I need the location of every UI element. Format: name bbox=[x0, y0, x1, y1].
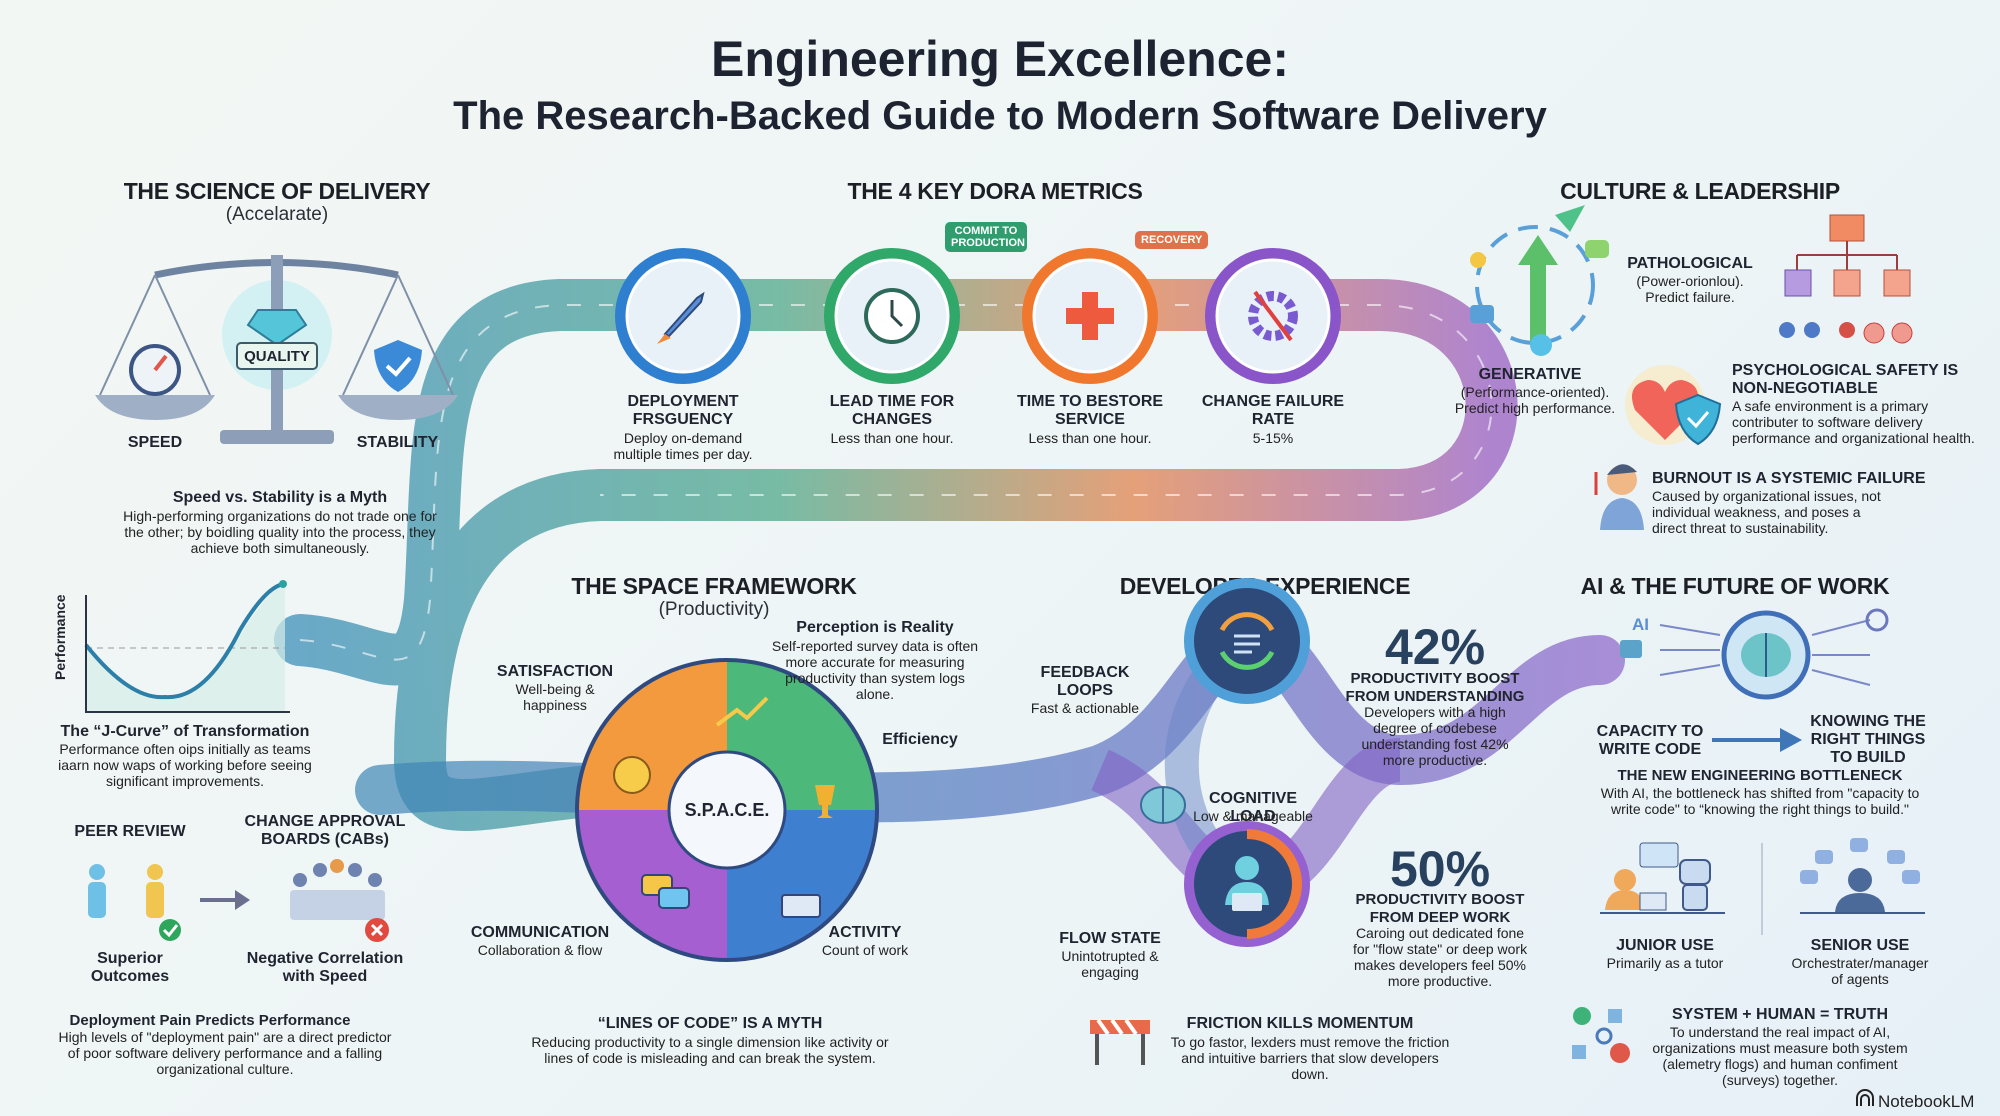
pain-title: Deployment Pain Predicts Performance bbox=[69, 1012, 351, 1029]
loc-title: “LINES OF CODE” IS A MYTH bbox=[597, 1015, 823, 1032]
stat2-text: Caroing out dedicated fone for "flow sta… bbox=[1352, 925, 1528, 989]
dora-metric-desc: 5-15% bbox=[1252, 430, 1294, 446]
stat1-value: 42% bbox=[1384, 619, 1486, 675]
j-curve-axis-label: Performance bbox=[52, 594, 68, 680]
knowing-label: KNOWING THE RIGHT THINGS TO BUILD bbox=[1810, 713, 1926, 766]
activity-title: ACTIVITY bbox=[828, 924, 902, 941]
quality-label: QUALITY bbox=[244, 348, 310, 365]
cab-result: Negative Correlation with Speed bbox=[246, 950, 404, 985]
pathological-text: (Power-orionlou). Predict failure. bbox=[1636, 273, 1744, 305]
bottleneck-text: With AI, the bottleneck has shifted from… bbox=[1600, 785, 1920, 817]
flow-title: FLOW STATE bbox=[1059, 930, 1161, 947]
j-curve-title: The “J-Curve” of Transformation bbox=[60, 723, 310, 740]
science-heading: THE SCIENCE OF DELIVERY bbox=[123, 178, 431, 204]
truth-text: To understand the real impact of AI, org… bbox=[1652, 1024, 1908, 1088]
stat1-text: Developers with a high degree of codebes… bbox=[1361, 704, 1509, 768]
cognitive-title: COGNITIVE LOAD bbox=[1208, 790, 1297, 825]
recovery-tag: RECOVERY bbox=[1135, 231, 1209, 249]
safety-title: PSYCHOLOGICAL SAFETY IS NON-NEGOTIABLE bbox=[1732, 362, 1959, 397]
communication-text: Collaboration & flow bbox=[477, 942, 603, 958]
culture-heading: CULTURE & LEADERSHIP bbox=[1560, 178, 1840, 204]
stat2-value: 50% bbox=[1389, 841, 1491, 897]
friction-title: FRICTION KILLS MOMENTUM bbox=[1186, 1015, 1414, 1032]
capacity-label: CAPACITY TO WRITE CODE bbox=[1596, 723, 1704, 758]
cab-label: CHANGE APPROVAL BOARDS (CABs) bbox=[244, 813, 406, 848]
space-subheading: (Productivity) bbox=[658, 599, 770, 620]
truth-title: SYSTEM + HUMAN = TRUTH bbox=[1671, 1006, 1888, 1023]
perception-text: Self-reported survey data is often more … bbox=[771, 638, 979, 702]
efficiency-label: Efficiency bbox=[882, 731, 958, 748]
space-heading: THE SPACE FRAMEWORK bbox=[571, 573, 857, 599]
cognitive-text: Low & manageable bbox=[1193, 808, 1313, 824]
dora-metric-title: TIME TO BESTORE SERVICE bbox=[1016, 393, 1164, 428]
peer-result: Superior Outcomes bbox=[90, 950, 170, 985]
stat2-title: PRODUCTIVITY BOOST FROM DEEP WORK bbox=[1355, 891, 1525, 926]
dora-metric-desc: Less than one hour. bbox=[830, 430, 954, 446]
pain-text: High levels of "deployment pain" are a d… bbox=[58, 1029, 392, 1077]
safety-text: A safe environment is a primary contribu… bbox=[1732, 398, 1975, 446]
devex-loop bbox=[1164, 626, 1258, 899]
flow-text: Unintotrupted & engaging bbox=[1061, 948, 1159, 980]
peer-review-label: PEER REVIEW bbox=[74, 823, 186, 840]
satisfaction-title: SATISFACTION bbox=[496, 663, 614, 680]
notebooklm-brand: NotebookLM bbox=[1878, 1092, 1975, 1111]
dora-metric-desc: Deploy on-demand multiple times per day. bbox=[613, 430, 753, 462]
dora-metric-title: DEPLOYMENT FRSGUENCY bbox=[627, 393, 739, 428]
satisfaction-text: Well-being & happiness bbox=[515, 681, 595, 713]
commit-to-production-tag: COMMIT TO PRODUCTION bbox=[945, 222, 1027, 252]
perception-title: Perception is Reality bbox=[796, 619, 954, 636]
generative-title: GENERATIVE bbox=[1478, 366, 1582, 383]
myth-title: Speed vs. Stability is a Myth bbox=[172, 489, 388, 506]
title-line-1: Engineering Excellence: bbox=[711, 31, 1289, 87]
ai-label: AI bbox=[1632, 615, 1649, 634]
dora-heading: THE 4 KEY DORA METRICS bbox=[847, 178, 1143, 204]
dora-metric-title: CHANGE FAILURE RATE bbox=[1201, 393, 1345, 428]
activity-text: Count of work bbox=[821, 942, 909, 958]
junior-text: Primarily as a tutor bbox=[1606, 955, 1724, 971]
burnout-title: BURNOUT IS A SYSTEMIC FAILURE bbox=[1652, 470, 1926, 487]
ai-heading: AI & THE FUTURE OF WORK bbox=[1580, 573, 1890, 599]
burnout-text: Caused by organizational issues, not ind… bbox=[1652, 488, 1881, 536]
senior-title: SENIOR USE bbox=[1810, 937, 1910, 954]
generative-text: (Performance-oriented). Predict high per… bbox=[1454, 384, 1616, 416]
title-line-2: The Research-Backed Guide to Modern Soft… bbox=[453, 94, 1547, 138]
dora-metric-title: LEAD TIME FOR CHANGES bbox=[829, 393, 955, 428]
space-center-label: S.P.A.C.E. bbox=[684, 800, 770, 820]
stat1-title: PRODUCTIVITY BOOST FROM UNDERSTANDING bbox=[1345, 670, 1525, 705]
devex-heading: DEVELOPER EXPERIENCE bbox=[1119, 573, 1411, 599]
communication-title: COMMUNICATION bbox=[470, 924, 610, 941]
bottleneck-title: THE NEW ENGINEERING BOTTLENECK bbox=[1617, 767, 1903, 784]
friction-text: To go fastor, lexders must remove the fr… bbox=[1170, 1034, 1450, 1082]
loc-text: Reducing productivity to a single dimens… bbox=[531, 1034, 889, 1066]
j-curve-text: Performance often oips initially as team… bbox=[58, 741, 312, 789]
feedback-title: FEEDBACK LOOPS bbox=[1040, 664, 1130, 699]
science-subheading: (Accelarate) bbox=[225, 204, 329, 225]
myth-text: High-performing organizations do not tra… bbox=[123, 508, 437, 556]
senior-text: Orchestrater/manager of agents bbox=[1791, 955, 1929, 987]
speed-label: SPEED bbox=[127, 434, 183, 451]
feedback-text: Fast & actionable bbox=[1030, 700, 1140, 716]
junior-title: JUNIOR USE bbox=[1616, 937, 1714, 954]
stability-label: STABILITY bbox=[356, 434, 439, 451]
dora-metric-desc: Less than one hour. bbox=[1028, 430, 1152, 446]
pathological-title: PATHOLOGICAL bbox=[1627, 255, 1753, 272]
